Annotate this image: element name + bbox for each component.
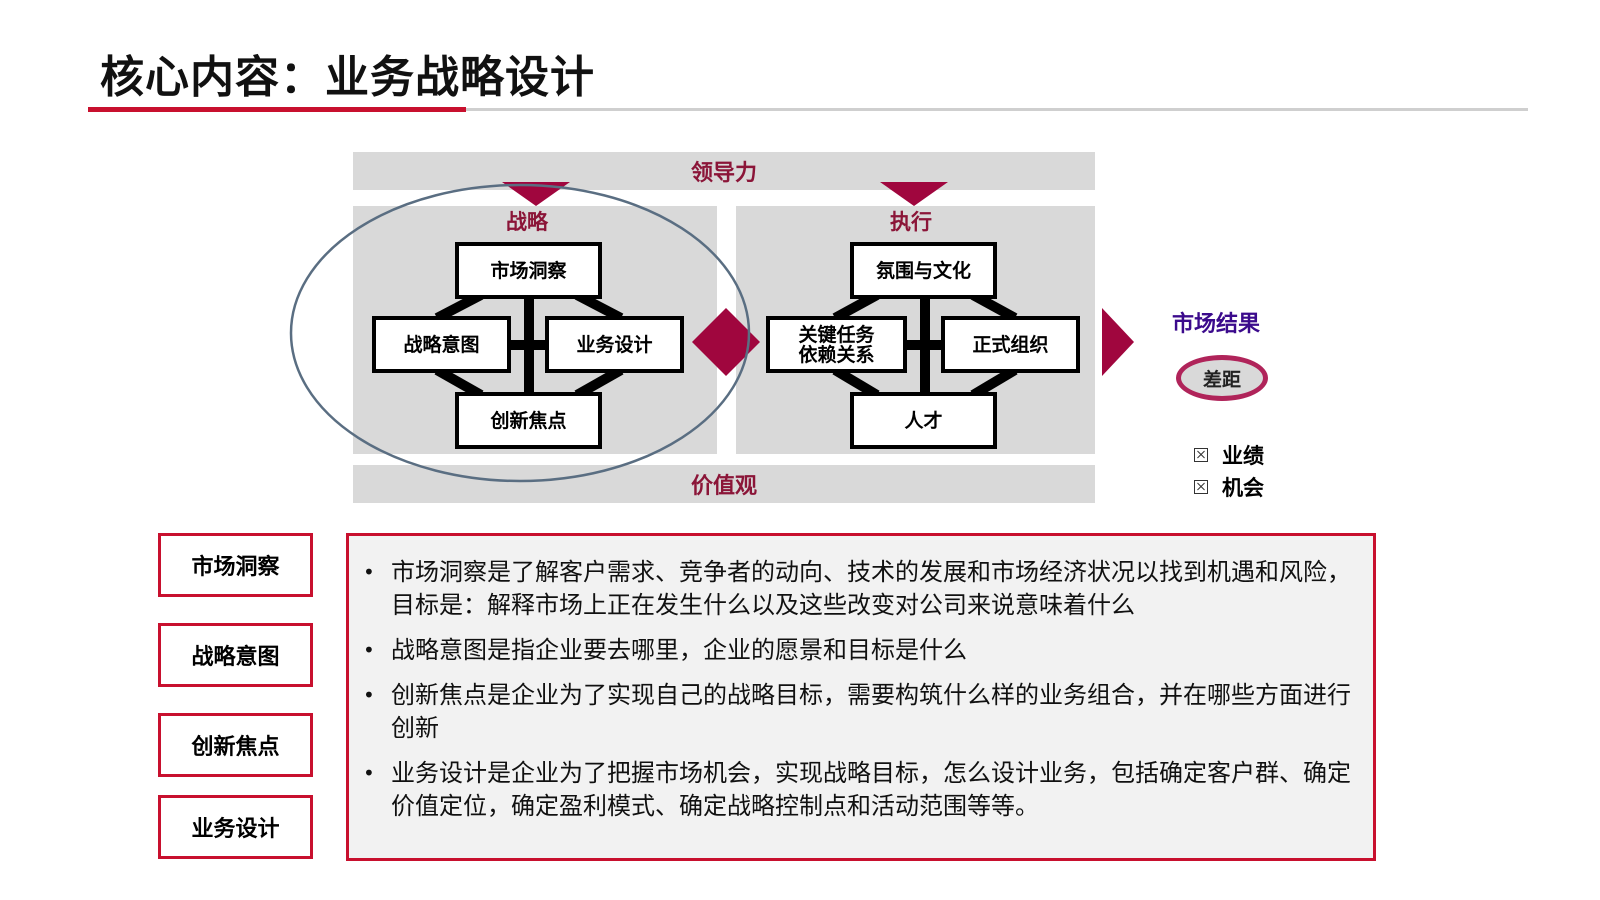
node-strategic-intent: 战略意图 bbox=[372, 316, 511, 373]
checkbox-icon bbox=[1194, 448, 1208, 462]
bullet-icon: • bbox=[363, 560, 375, 584]
description-text: 战略意图是指企业要去哪里，企业的愿景和目标是什么 bbox=[391, 636, 967, 664]
description-item: • 市场洞察是了解客户需求、竞争者的动向、技术的发展和市场经济状况以找到机遇和风… bbox=[363, 556, 1351, 622]
result-item-label: 业绩 bbox=[1222, 444, 1264, 468]
side-label-market-insight: 市场洞察 bbox=[158, 533, 313, 597]
bullet-icon: • bbox=[363, 761, 375, 785]
description-item: • 业务设计是企业为了把握市场机会，实现战略目标，怎么设计业务，包括确定客户群、… bbox=[363, 757, 1351, 823]
result-item-performance: 业绩 bbox=[1194, 440, 1264, 470]
node-critical-tasks: 关键任务 依赖关系 bbox=[766, 316, 907, 373]
flow-arrow-icon bbox=[1102, 308, 1134, 376]
node-formal-organization: 正式组织 bbox=[941, 316, 1080, 373]
description-panel: • 市场洞察是了解客户需求、竞争者的动向、技术的发展和市场经济状况以找到机遇和风… bbox=[346, 533, 1376, 861]
flow-diamond-icon bbox=[692, 308, 760, 376]
page-title: 核心内容：业务战略设计 bbox=[100, 52, 595, 103]
description-item: • 创新焦点是企业为了实现自己的战略目标，需要构筑什么样的业务组合，并在哪些方面… bbox=[363, 679, 1351, 745]
gap-badge: 差距 bbox=[1176, 355, 1268, 401]
execution-label: 执行 bbox=[890, 210, 932, 234]
side-label-innovation-focus: 创新焦点 bbox=[158, 713, 313, 777]
node-talent: 人才 bbox=[850, 392, 997, 449]
node-market-insight: 市场洞察 bbox=[455, 242, 602, 299]
side-label-strategic-intent: 战略意图 bbox=[158, 623, 313, 687]
description-text: 业务设计是企业为了把握市场机会，实现战略目标，怎么设计业务，包括确定客户群、确定… bbox=[391, 759, 1351, 820]
strategy-label: 战略 bbox=[506, 210, 548, 234]
side-label-business-design: 业务设计 bbox=[158, 795, 313, 859]
strategy-highlight-ellipse bbox=[289, 183, 751, 483]
values-band: 价值观 bbox=[353, 465, 1095, 503]
leadership-band: 领导力 bbox=[353, 152, 1095, 190]
result-item-opportunity: 机会 bbox=[1194, 472, 1264, 502]
result-item-label: 机会 bbox=[1222, 476, 1264, 500]
execution-pointer-icon bbox=[880, 182, 948, 206]
node-critical-tasks-line2: 依赖关系 bbox=[798, 343, 875, 366]
title-accent-bar bbox=[88, 107, 466, 112]
node-business-design: 业务设计 bbox=[545, 316, 684, 373]
title-divider bbox=[88, 108, 1528, 111]
node-innovation-focus: 创新焦点 bbox=[455, 392, 602, 449]
description-item: • 战略意图是指企业要去哪里，企业的愿景和目标是什么 bbox=[363, 634, 1351, 667]
node-critical-tasks-line1: 关键任务 bbox=[798, 323, 875, 346]
node-climate-culture: 氛围与文化 bbox=[850, 242, 997, 299]
description-text: 创新焦点是企业为了实现自己的战略目标，需要构筑什么样的业务组合，并在哪些方面进行… bbox=[391, 681, 1351, 742]
checkbox-icon bbox=[1194, 480, 1208, 494]
market-result-label: 市场结果 bbox=[1172, 312, 1261, 337]
bullet-icon: • bbox=[363, 638, 375, 662]
bullet-icon: • bbox=[363, 683, 375, 707]
description-text: 市场洞察是了解客户需求、竞争者的动向、技术的发展和市场经济状况以找到机遇和风险，… bbox=[391, 558, 1351, 619]
